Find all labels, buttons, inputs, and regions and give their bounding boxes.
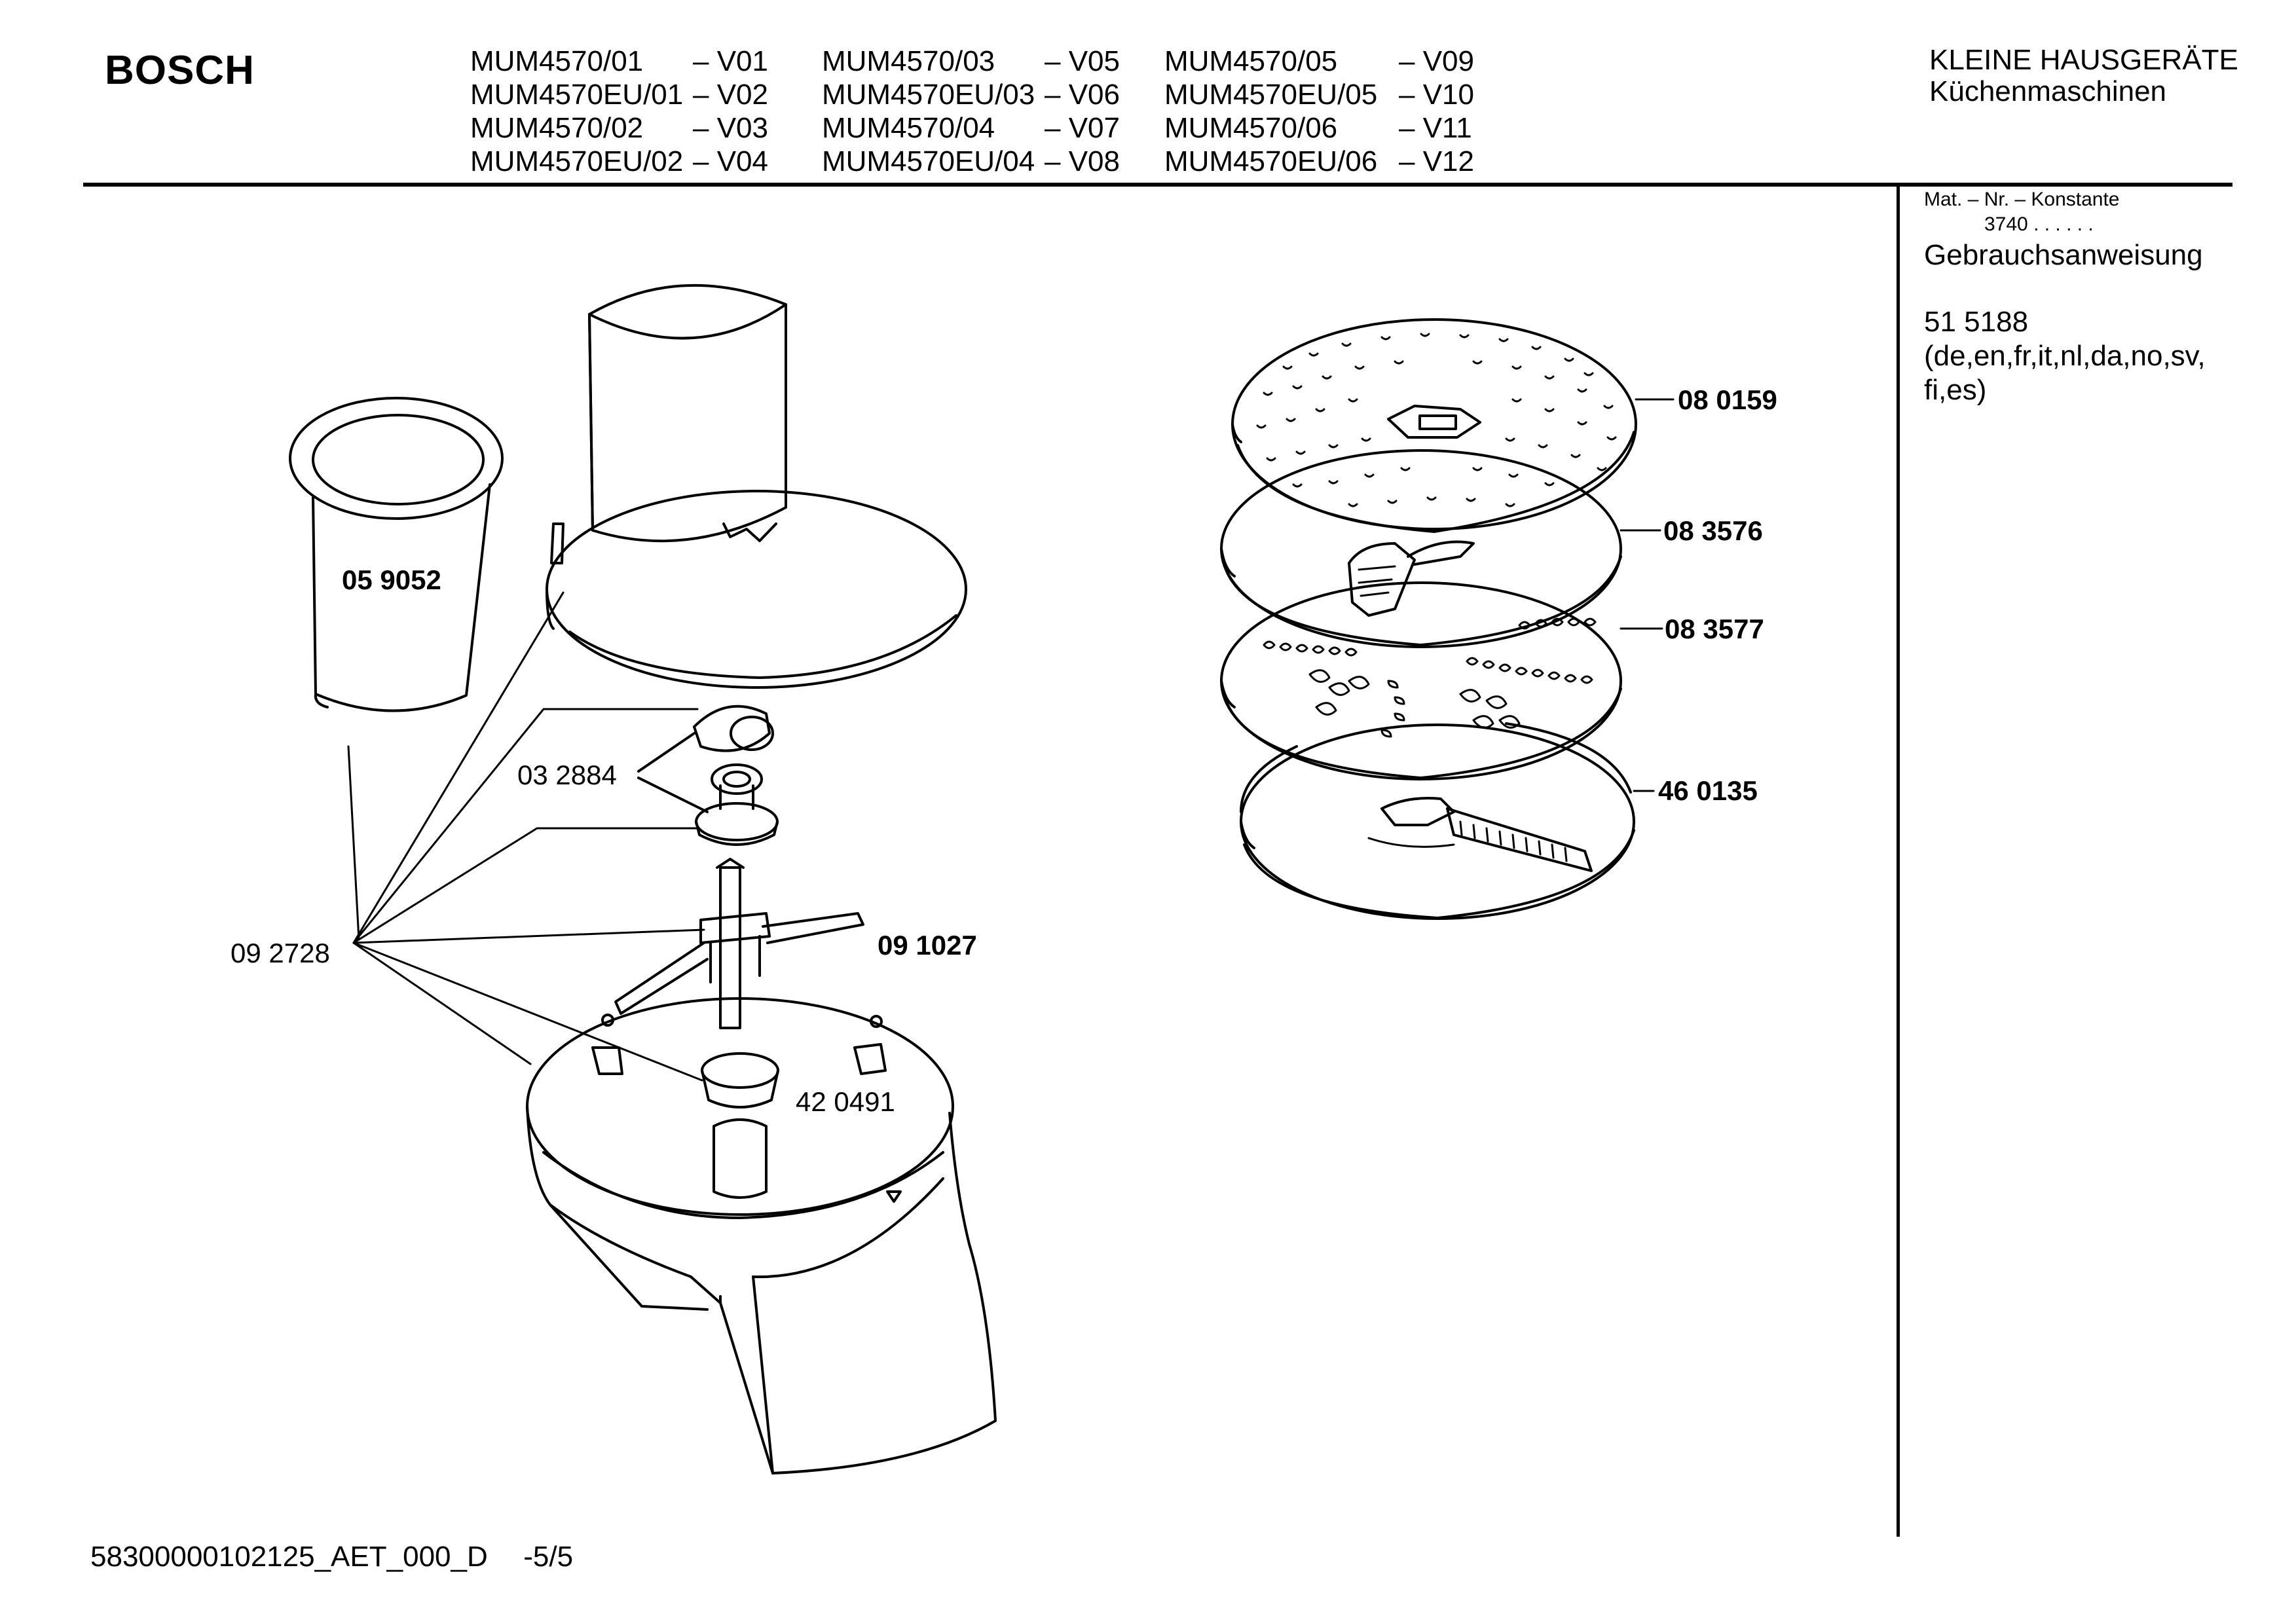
model-row: MUM4570EU/06 – V12 xyxy=(1164,145,1517,178)
footer-doc-code: 58300000102125_AET_000_D xyxy=(90,1541,488,1573)
category-block: KLEINE HAUSGERÄTE Küchenmaschinen xyxy=(1929,45,2238,107)
model-code: MUM4570EU/02 xyxy=(470,145,684,177)
footer-doc-id: 58300000102125_AET_000_D -5/5 xyxy=(90,1541,573,1573)
part-label-080159: 08 0159 xyxy=(1678,384,1777,415)
model-row: MUM4570/03 – V05 xyxy=(822,45,1162,78)
cutting-disc-part xyxy=(1220,581,1622,780)
doc-number: 51 5188 xyxy=(1924,306,2029,338)
model-variant: – V08 xyxy=(1045,145,1120,177)
header-divider xyxy=(83,183,2232,187)
model-row: MUM4570EU/05 – V10 xyxy=(1164,78,1517,111)
model-code: MUM4570EU/03 xyxy=(822,79,1035,111)
model-variant: – V12 xyxy=(1399,145,1474,177)
model-variant: – V01 xyxy=(693,45,768,77)
part-label-092728: 09 2728 xyxy=(231,938,330,968)
part-label-083576: 08 3576 xyxy=(1663,515,1763,546)
model-code: MUM4570EU/04 xyxy=(822,145,1035,177)
part-label-059052: 05 9052 xyxy=(342,564,441,595)
cutting-blades xyxy=(1263,617,1597,738)
part-label-091027: 09 1027 xyxy=(878,930,977,961)
part-label-460135: 46 0135 xyxy=(1658,775,1758,806)
model-variant: – V11 xyxy=(1399,112,1472,144)
grater-holes xyxy=(1256,333,1617,507)
model-row: MUM4570/05 – V09 xyxy=(1164,45,1517,78)
model-variant: – V05 xyxy=(1045,45,1120,77)
category-subtitle: Küchenmaschinen xyxy=(1929,75,2167,107)
model-row: MUM4570EU/01 – V02 xyxy=(470,78,819,111)
model-list: MUM4570/05 – V09 MUM4570EU/05 – V10 MUM4… xyxy=(1164,45,1517,178)
model-code: MUM4570/04 xyxy=(822,112,995,144)
mat-number-label: Mat. – Nr. – Konstante xyxy=(1924,189,2120,210)
part-label-083577: 08 3577 xyxy=(1665,614,1764,644)
shaft-blade-part xyxy=(614,858,864,1029)
model-variant: – V10 xyxy=(1399,79,1474,111)
slicing-disc-part xyxy=(1220,449,1622,648)
part-label-032884: 03 2884 xyxy=(517,760,617,790)
model-variant: – V07 xyxy=(1045,112,1120,144)
grater-disc-part xyxy=(1231,318,1637,533)
pusher-part xyxy=(289,397,504,712)
model-row: MUM4570/02 – V03 xyxy=(470,111,819,145)
model-row: MUM4570EU/04 – V08 xyxy=(822,145,1162,178)
model-row: MUM4570/01 – V01 xyxy=(470,45,819,78)
model-row: MUM4570/06 – V11 xyxy=(1164,111,1517,145)
leader-lines xyxy=(347,591,705,1082)
model-code: MUM4570EU/01 xyxy=(470,79,684,111)
doc-languages-cont: fi,es) xyxy=(1924,374,1987,406)
footer-page-number: -5/5 xyxy=(523,1541,574,1573)
model-variant: – V06 xyxy=(1045,79,1120,111)
model-code: MUM4570/05 xyxy=(1164,45,1338,77)
model-row: MUM4570EU/03 – V06 xyxy=(822,78,1162,111)
model-code: MUM4570EU/06 xyxy=(1164,145,1378,177)
bowl-part xyxy=(526,997,997,1475)
doc-languages: (de,en,fr,it,nl,da,no,sv, xyxy=(1924,340,2206,372)
model-row: MUM4570EU/02 – V04 xyxy=(470,145,819,178)
model-variant: – V04 xyxy=(693,145,768,177)
model-code: MUM4570/06 xyxy=(1164,112,1338,144)
model-code: MUM4570/03 xyxy=(822,45,995,77)
brand-logo: BOSCH xyxy=(105,48,255,93)
model-code: MUM4570/02 xyxy=(470,112,644,144)
julienne-disc-part xyxy=(1240,722,1635,920)
model-variant: – V02 xyxy=(693,79,768,111)
part-label-420491: 42 0491 xyxy=(796,1086,895,1117)
doc-title: Gebrauchsanweisung xyxy=(1924,239,2203,271)
sidebar-divider xyxy=(1897,187,1900,1537)
model-code: MUM4570EU/05 xyxy=(1164,79,1378,111)
category-title: KLEINE HAUSGERÄTE xyxy=(1929,44,2238,76)
model-row: MUM4570/04 – V07 xyxy=(822,111,1162,145)
model-variant: – V03 xyxy=(693,112,768,144)
model-list: MUM4570/03 – V05 MUM4570EU/03 – V06 MUM4… xyxy=(822,45,1162,178)
mat-number-value: 3740 . . . . . . xyxy=(1984,213,2094,235)
drive-coupling-part xyxy=(695,763,779,846)
model-variant: – V09 xyxy=(1399,45,1474,77)
drive-cap-part xyxy=(693,705,774,752)
lid-part xyxy=(546,284,967,689)
model-list: MUM4570/01 – V01 MUM4570EU/01 – V02 MUM4… xyxy=(470,45,819,178)
bearing-part xyxy=(701,1052,779,1199)
model-code: MUM4570/01 xyxy=(470,45,644,77)
